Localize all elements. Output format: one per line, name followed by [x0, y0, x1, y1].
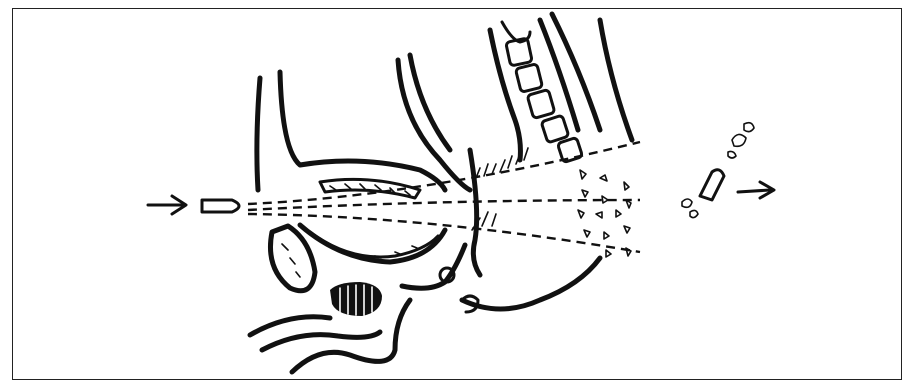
deformed-bullet-icon — [682, 123, 754, 218]
bullet-fragments-icon — [578, 170, 631, 257]
cervical-spine — [490, 14, 632, 163]
pharynx-wall — [462, 150, 600, 309]
entry-arrow-icon — [148, 196, 186, 214]
exit-arrow-icon — [738, 182, 774, 198]
tongue — [300, 225, 445, 262]
cheek-lobe — [270, 226, 315, 291]
palate-outline — [257, 55, 470, 190]
bullet-icon — [202, 200, 239, 212]
hyoid-bone — [330, 282, 382, 316]
